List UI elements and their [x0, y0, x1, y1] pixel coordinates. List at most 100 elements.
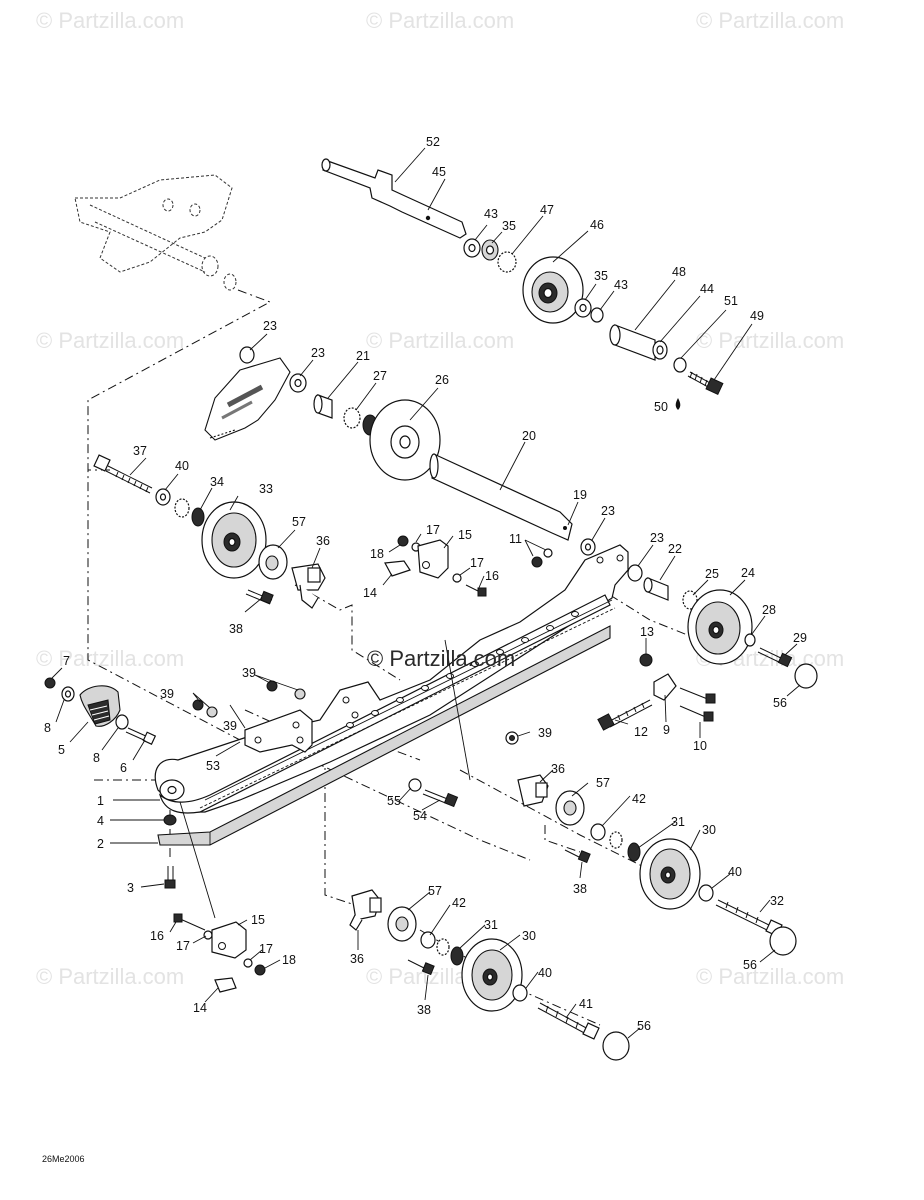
watermark: © Partzilla.com: [366, 8, 514, 33]
callout: 30: [522, 929, 536, 943]
watermark: © Partzilla.com: [696, 8, 844, 33]
callout: 39: [538, 726, 552, 740]
callout: 48: [672, 265, 686, 279]
callout: 53: [206, 759, 220, 773]
callout: 50: [654, 400, 668, 414]
callout: 54: [413, 809, 427, 823]
callout: 18: [282, 953, 296, 967]
callout: 15: [458, 528, 472, 542]
callout: 35: [502, 219, 516, 233]
callout: 36: [316, 534, 330, 548]
callout: 42: [452, 896, 466, 910]
watermark: © Partzilla.com: [36, 8, 184, 33]
callout: 3: [127, 881, 134, 895]
watermark: © Partzilla.com: [696, 328, 844, 353]
callout: 37: [133, 444, 147, 458]
left-lower-idler: [349, 889, 630, 1061]
front-stopper: [44, 677, 157, 746]
callout: 31: [484, 918, 498, 932]
callout: 16: [150, 929, 164, 943]
center-watermark: © Partzilla.com: [367, 646, 515, 671]
watermark: © Partzilla.com: [36, 646, 184, 671]
callout: 18: [370, 547, 384, 561]
watermark-layer: © Partzilla.com © Partzilla.com © Partzi…: [36, 8, 844, 989]
upper-shaft: [321, 158, 467, 239]
callout: 19: [573, 488, 587, 502]
callout: 39: [160, 687, 174, 701]
callout: 14: [363, 586, 377, 600]
callout: 4: [97, 814, 104, 828]
callout: 17: [259, 942, 273, 956]
callout: 38: [573, 882, 587, 896]
callout: 17: [176, 939, 190, 953]
callout: 38: [229, 622, 243, 636]
callout: 32: [770, 894, 784, 908]
phantom-front-arm: [74, 174, 237, 291]
callout: 44: [700, 282, 714, 296]
right-adjuster-parts: [597, 653, 716, 731]
callout: 36: [551, 762, 565, 776]
right-lower-idler: [517, 774, 797, 956]
callout: 29: [793, 631, 807, 645]
callout: 47: [540, 203, 554, 217]
figure-code: 26Me2006: [42, 1154, 85, 1164]
callout: 6: [120, 761, 127, 775]
upper-slider-parts: [384, 535, 487, 597]
callout: 12: [634, 725, 648, 739]
callout: 55: [387, 794, 401, 808]
callout: 9: [663, 723, 670, 737]
watermark: © Partzilla.com: [36, 328, 184, 353]
callout: 7: [63, 654, 70, 668]
callout: 43: [484, 207, 498, 221]
callout: 11: [509, 532, 522, 546]
callout: 15: [251, 913, 265, 927]
callout: 31: [671, 815, 685, 829]
callout: 17: [470, 556, 484, 570]
callout: 8: [44, 721, 51, 735]
callout: 27: [373, 369, 387, 383]
watermark: © Partzilla.com: [696, 964, 844, 989]
slide-bolt: [164, 866, 176, 889]
right-rear-idler: [531, 548, 818, 689]
callout: 57: [428, 884, 442, 898]
callout: 24: [741, 566, 755, 580]
callout: 49: [750, 309, 764, 323]
callout: 2: [97, 837, 104, 851]
callout: 43: [614, 278, 628, 292]
callout: 56: [743, 958, 757, 972]
left-upper-idler: [93, 454, 326, 609]
callout: 17: [426, 523, 440, 537]
callout: 28: [762, 603, 776, 617]
callout: 1: [97, 794, 104, 808]
callout: 39: [223, 719, 237, 733]
watermark: © Partzilla.com: [366, 328, 514, 353]
callout: 41: [579, 997, 593, 1011]
callout: 39: [242, 666, 256, 680]
callout: 26: [435, 373, 449, 387]
callout: 45: [432, 165, 446, 179]
callout: 56: [773, 696, 787, 710]
nuts-39: [163, 680, 519, 826]
callout: 35: [594, 269, 608, 283]
callout: 38: [417, 1003, 431, 1017]
callout: 22: [668, 542, 682, 556]
upper-idler-stack: [463, 238, 724, 410]
callout: 57: [596, 776, 610, 790]
upper-bracket: [204, 357, 291, 441]
callout: 23: [601, 504, 615, 518]
callout: 13: [640, 625, 654, 639]
callout: 52: [426, 135, 440, 149]
callout: 40: [175, 459, 189, 473]
callout: 40: [538, 966, 552, 980]
watermark: © Partzilla.com: [36, 964, 184, 989]
rail-assembly: [154, 544, 629, 846]
callout: 23: [650, 531, 664, 545]
callout: 33: [259, 482, 273, 496]
callout: 34: [210, 475, 224, 489]
callout: 23: [311, 346, 325, 360]
callout: 42: [632, 792, 646, 806]
callout: 5: [58, 743, 65, 757]
callout: 16: [485, 569, 499, 583]
callout: 51: [724, 294, 738, 308]
